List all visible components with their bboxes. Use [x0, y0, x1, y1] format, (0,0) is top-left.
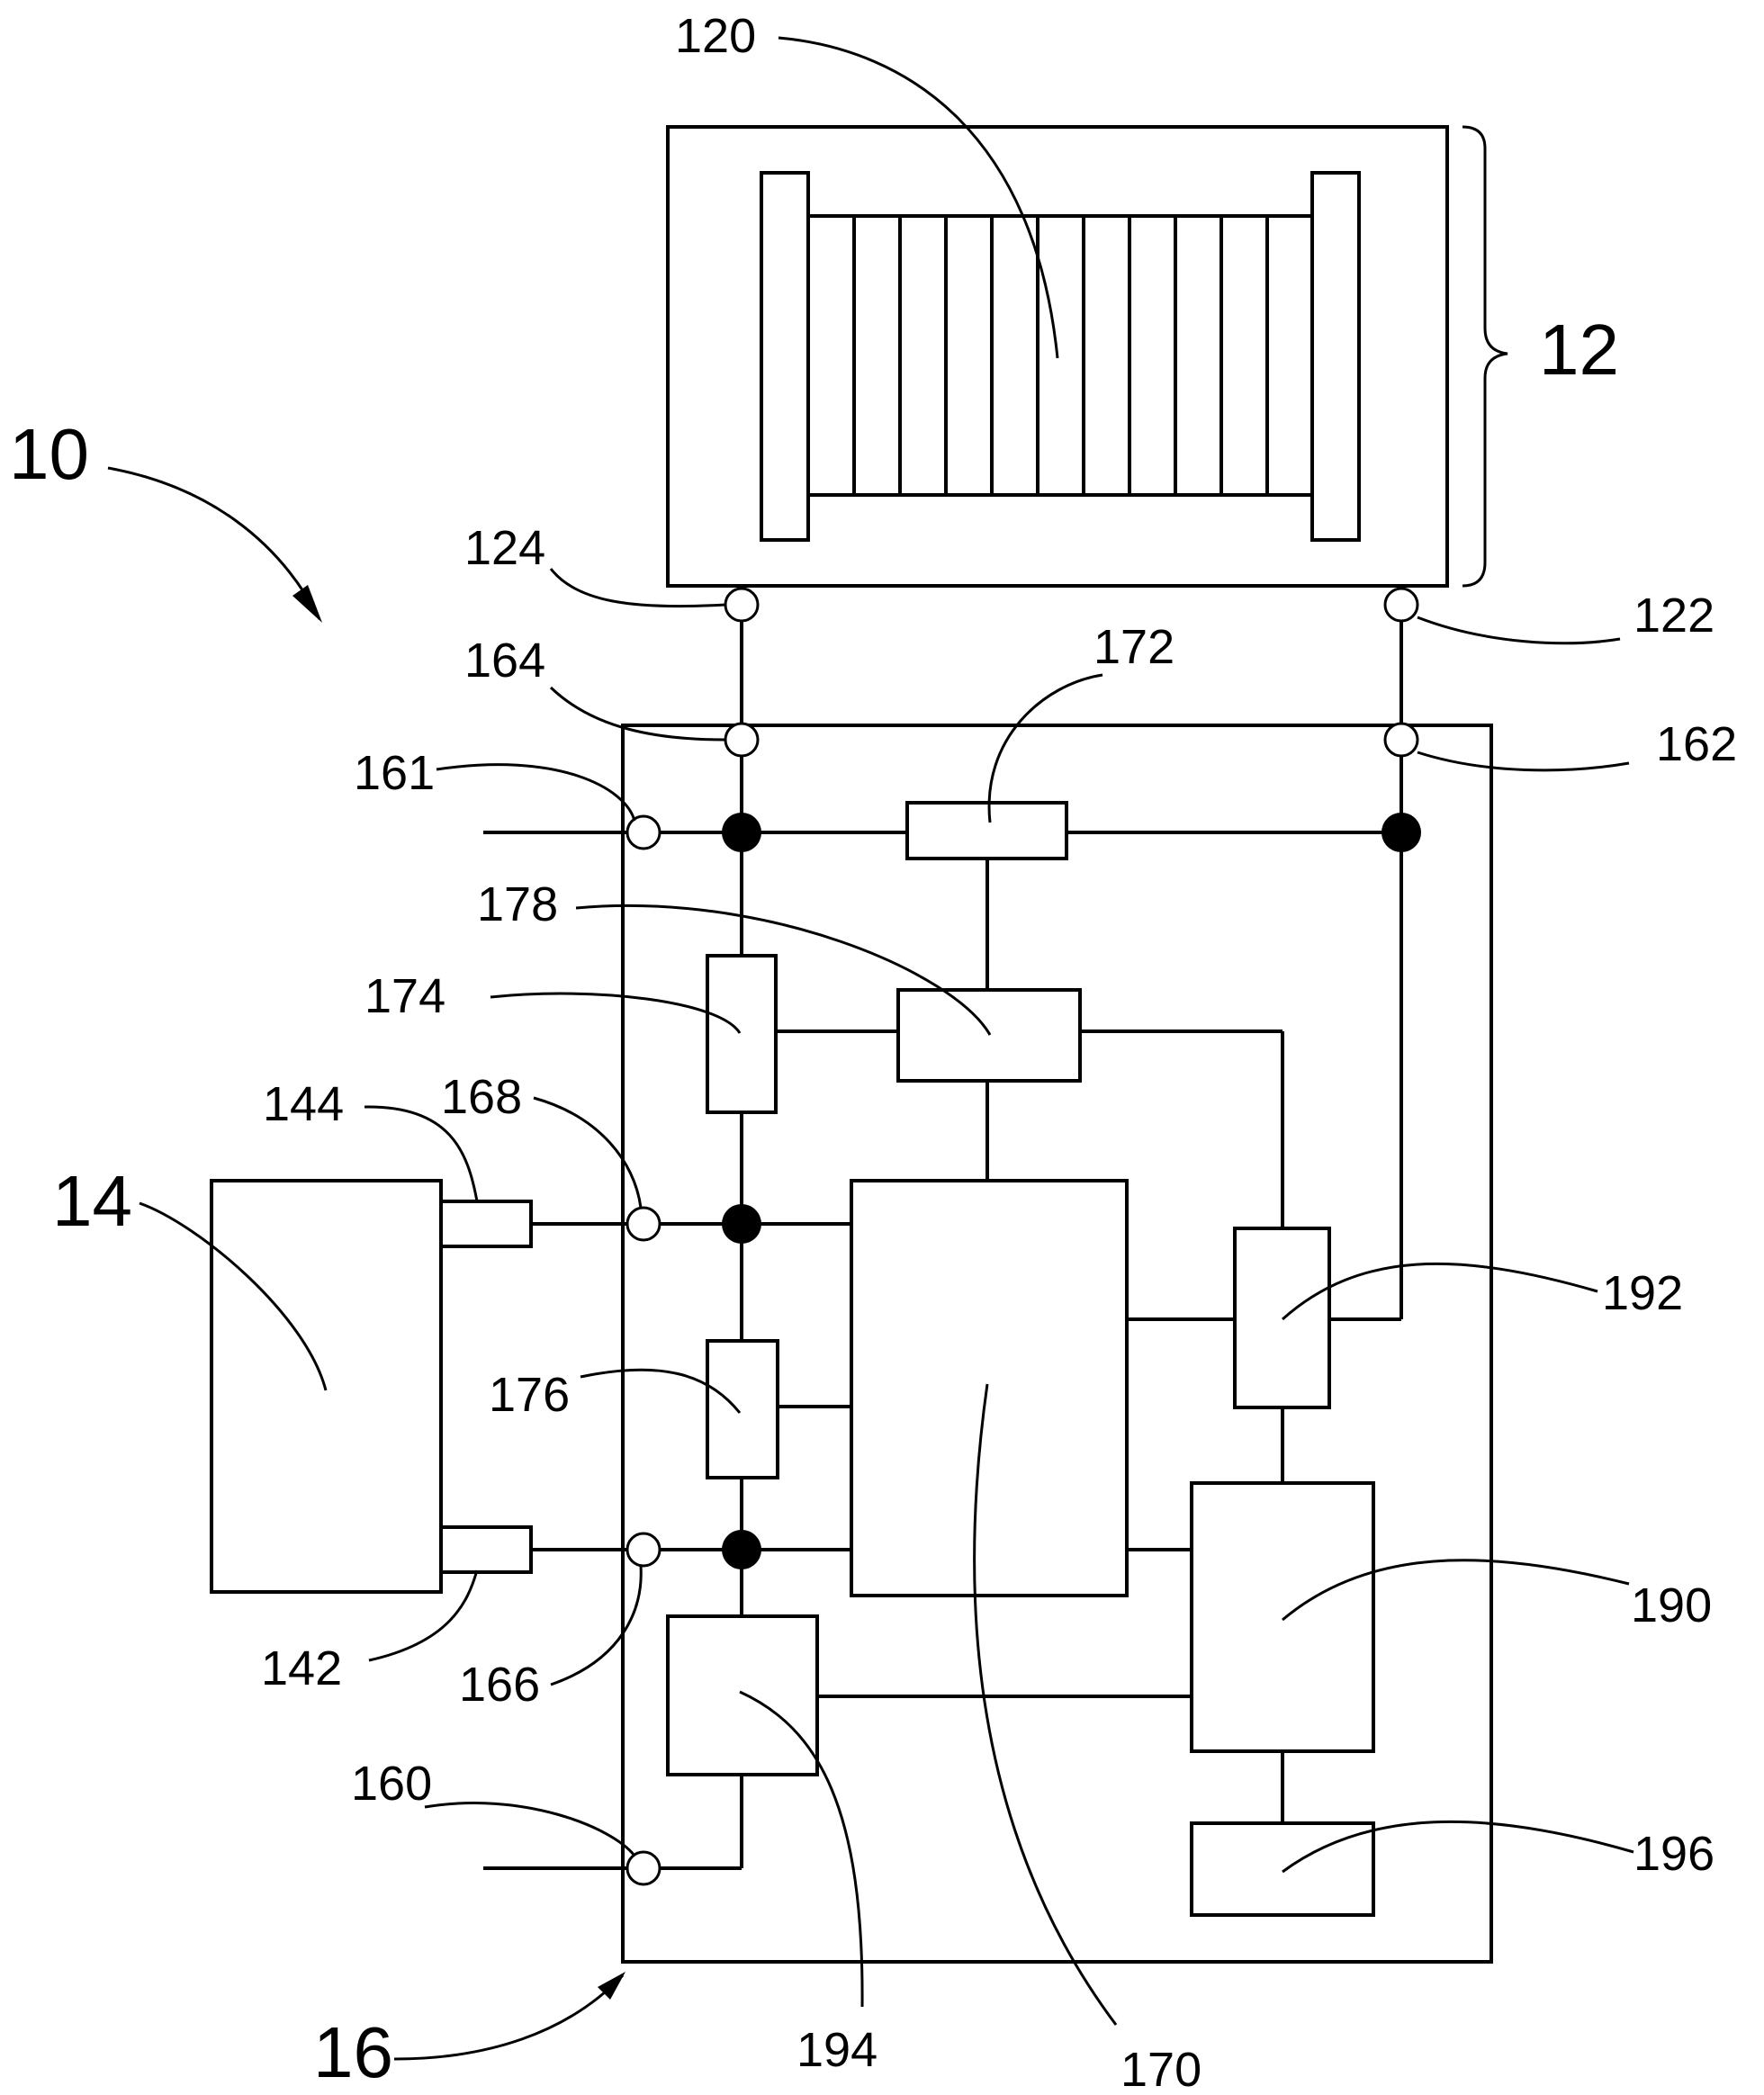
junction-dot: [722, 813, 761, 852]
brace-12: [1462, 127, 1508, 586]
label-192: 192: [1602, 1266, 1683, 1320]
terminal-142: [441, 1527, 531, 1572]
terminal-161: [627, 816, 660, 849]
label-10: 10: [9, 414, 89, 494]
end-plate-left: [761, 173, 808, 540]
label-178: 178: [477, 877, 558, 931]
label-162: 162: [1656, 717, 1737, 771]
label-170: 170: [1120, 2043, 1202, 2095]
terminal-160: [627, 1852, 660, 1884]
component-194: [668, 1616, 817, 1775]
label-142: 142: [261, 1641, 342, 1695]
component-170: [851, 1181, 1127, 1596]
label-124: 124: [464, 521, 545, 575]
label-16: 16: [313, 2012, 393, 2092]
label-122: 122: [1634, 589, 1714, 643]
label-161: 161: [354, 746, 435, 800]
terminal-168: [627, 1208, 660, 1240]
label-166: 166: [459, 1658, 540, 1712]
component-176: [707, 1341, 778, 1478]
junction-dot: [1382, 813, 1421, 852]
component-174: [707, 956, 776, 1112]
terminal-166: [627, 1533, 660, 1566]
label-190: 190: [1631, 1578, 1712, 1632]
label-164: 164: [464, 634, 545, 688]
arrowhead-10: [292, 585, 322, 623]
label-194: 194: [796, 2023, 878, 2077]
label-12: 12: [1539, 310, 1619, 390]
component-190: [1192, 1483, 1373, 1751]
label-144: 144: [263, 1077, 344, 1131]
terminal-144: [441, 1201, 531, 1246]
terminal-122: [1385, 589, 1418, 621]
terminal-162: [1385, 724, 1418, 756]
label-14: 14: [52, 1161, 132, 1241]
label-176: 176: [489, 1368, 570, 1422]
junction-dot: [722, 1530, 761, 1569]
label-172: 172: [1094, 620, 1174, 674]
label-196: 196: [1634, 1827, 1714, 1881]
label-120: 120: [675, 9, 756, 63]
label-168: 168: [441, 1070, 522, 1124]
component-14: [212, 1181, 441, 1592]
component-172: [907, 803, 1066, 859]
junction-dot: [722, 1204, 761, 1244]
terminal-164: [725, 724, 758, 756]
terminal-124: [725, 589, 758, 621]
label-160: 160: [351, 1757, 432, 1811]
label-174: 174: [364, 969, 446, 1023]
end-plate-right: [1312, 173, 1359, 540]
